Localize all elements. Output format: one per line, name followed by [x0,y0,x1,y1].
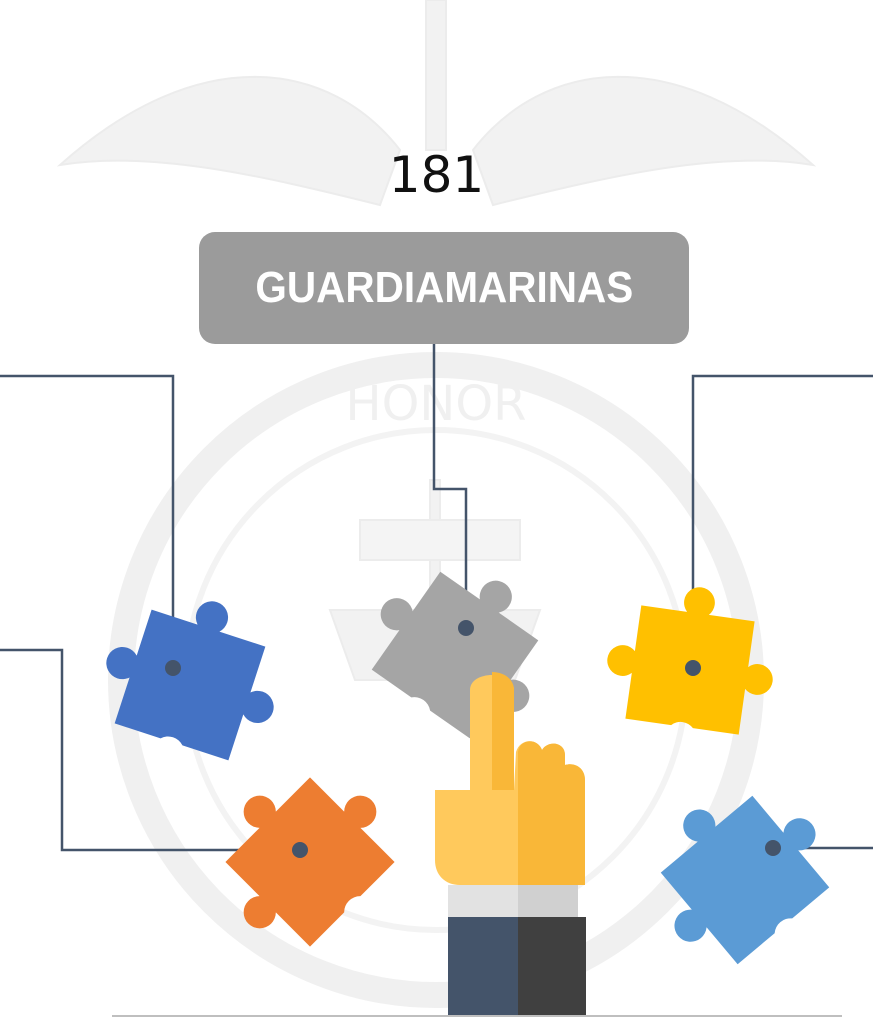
puzzle-piece-yellow [599,576,784,738]
connector-dot-light-blue [765,840,781,856]
puzzle-piece-light-blue [622,757,850,982]
puzzle-piece-gray [349,534,576,754]
puzzle-piece-blue [89,575,300,769]
connector-dot-yellow [685,660,701,676]
connector-dot-orange [292,842,308,858]
connector-dot-blue [165,660,181,676]
connector-dot-gray [458,620,474,636]
